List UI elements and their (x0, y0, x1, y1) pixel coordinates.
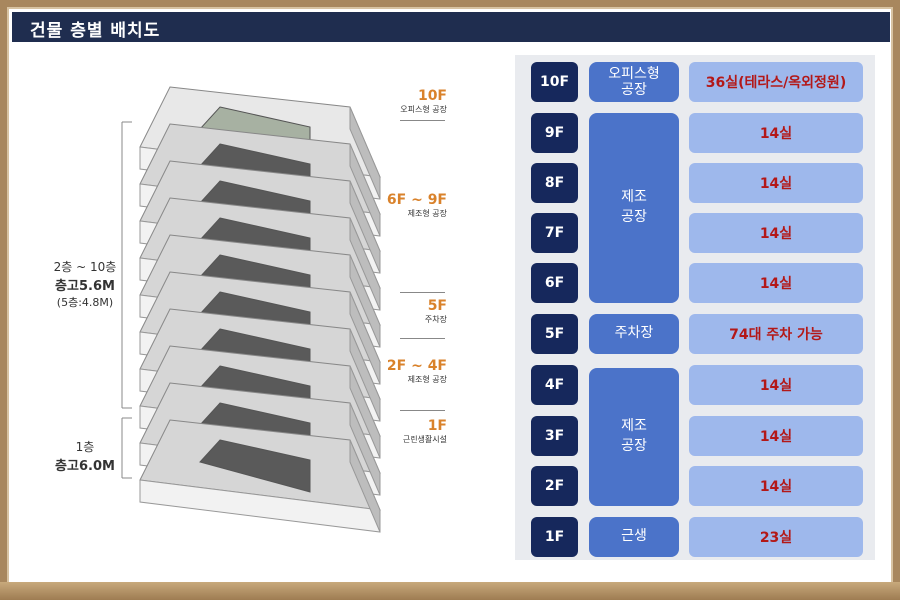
use-text: 제조 (621, 418, 647, 435)
room-count-note: 23실 (689, 517, 863, 557)
height-bracket (121, 121, 132, 479)
use-retail: 근생 (589, 517, 679, 557)
frame-bottom-edge (0, 582, 900, 600)
floor-side-face (349, 328, 381, 422)
floor-side-face (349, 365, 381, 459)
lower-floor-height-label: 1층 층고6.0M (45, 438, 125, 474)
annotation-floor: 2F ~ 4F (386, 358, 447, 374)
floor-range-text: 1층 (75, 440, 95, 454)
floor-badge: 3F (531, 416, 578, 456)
floor-side-face (349, 291, 381, 385)
room-count-note: 14실 (689, 416, 863, 456)
room-count-note: 14실 (689, 113, 863, 153)
building-illustration (139, 86, 381, 533)
annotation-floor: 6F ~ 9F (386, 192, 447, 208)
ceiling-height-text: 층고6.0M (55, 459, 115, 474)
annotation-use: 제조형 공장 (407, 375, 447, 384)
use-text: 주차장 (614, 325, 654, 342)
room-count-note: 14실 (689, 263, 863, 303)
annotation-divider (400, 338, 445, 339)
room-count-note: 14실 (689, 466, 863, 506)
floor-side-face (349, 143, 381, 237)
floor-range-text: 2층 ~ 10층 (53, 260, 117, 274)
floor-badge: 4F (531, 365, 578, 405)
annotation-use: 오피스형 공장 (400, 105, 447, 114)
room-count-note: 14실 (689, 163, 863, 203)
page-title: 건물 층별 배치도 (30, 21, 161, 41)
floor-badge: 1F (531, 517, 578, 557)
annotation-2f-4f: 2F ~ 4F 제조형 공장 (375, 358, 447, 385)
use-manufacturing-upper: 제조 공장 (589, 113, 679, 303)
use-text: 공장 (621, 209, 647, 225)
annotation-floor: 5F (427, 298, 447, 314)
use-text: 제조 (621, 189, 647, 206)
annotation-1f: 1F 근린생활시설 (385, 418, 447, 445)
use-text: 오피스형 (608, 65, 660, 82)
room-count-note: 14실 (689, 365, 863, 405)
floor-badge: 6F (531, 263, 578, 303)
use-text: 공장 (621, 82, 647, 98)
use-manufacturing-lower: 제조 공장 (589, 368, 679, 506)
floor-side-face (349, 439, 381, 533)
annotation-divider (400, 120, 445, 121)
annotation-use: 주차장 (424, 315, 447, 324)
floor-side-face (349, 217, 381, 311)
ceiling-height-text: 층고5.6M (55, 279, 115, 294)
room-count-note: 36실(테라스/옥외정원) (689, 62, 863, 102)
annotation-use: 제조형 공장 (407, 209, 447, 218)
annotation-10f: 10F 오피스형 공장 (385, 88, 447, 115)
use-parking: 주차장 (589, 314, 679, 354)
room-count-note: 74대 주차 가능 (689, 314, 863, 354)
annotation-6f-9f: 6F ~ 9F 제조형 공장 (375, 192, 447, 219)
floor-badge: 9F (531, 113, 578, 153)
floor-badge: 5F (531, 314, 578, 354)
use-text: 공장 (621, 438, 647, 454)
floor-side-face (349, 180, 381, 274)
floor-badge: 8F (531, 163, 578, 203)
annotation-divider (400, 292, 445, 293)
floor-badge: 7F (531, 213, 578, 253)
floor-badge: 2F (531, 466, 578, 506)
upper-floor-height-label: 2층 ~ 10층 층고5.6M (5층:4.8M) (45, 258, 125, 310)
floor-side-face (349, 106, 381, 200)
annotation-floor: 1F (427, 418, 447, 434)
use-text: 근생 (621, 528, 647, 545)
floor-corridor (199, 439, 311, 493)
floor-side-face (349, 402, 381, 496)
room-count-note: 14실 (689, 213, 863, 253)
annotation-floor: 10F (417, 88, 447, 104)
annotation-5f: 5F 주차장 (385, 298, 447, 325)
ceiling-height-note: (5층:4.8M) (56, 296, 114, 309)
floor-badge: 10F (531, 62, 578, 102)
floor-side-face (349, 254, 381, 348)
use-office-factory: 오피스형 공장 (589, 62, 679, 102)
annotation-divider (400, 410, 445, 411)
title-bar: 건물 층별 배치도 (12, 12, 890, 42)
annotation-use: 근린생활시설 (402, 435, 447, 444)
